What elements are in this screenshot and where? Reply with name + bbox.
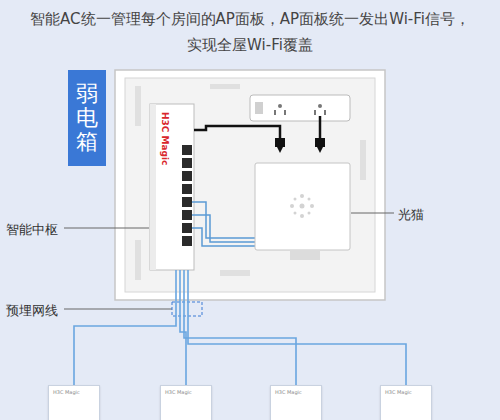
modem-body	[255, 163, 350, 250]
inner-panel	[125, 78, 375, 292]
modem-dot	[310, 204, 314, 208]
modem-dot	[308, 212, 311, 215]
callout-wrap: 预埋网线	[6, 300, 58, 320]
callout-label: 光猫	[398, 207, 424, 222]
outer-frame	[115, 70, 385, 300]
modem-dot	[300, 204, 305, 209]
socket	[324, 110, 326, 115]
socket	[318, 104, 322, 108]
modem-dot	[290, 204, 294, 208]
smart-hub-router: H3C Magic	[150, 104, 194, 270]
network-cable	[188, 270, 406, 385]
modem-base	[290, 250, 320, 260]
power-cables	[194, 116, 325, 153]
socket	[284, 110, 286, 115]
modem-dot	[300, 214, 304, 218]
vertical-label: 弱电箱	[76, 82, 98, 155]
callout-label: 智能中枢	[6, 222, 58, 237]
blue-cable	[192, 228, 255, 246]
power-strip	[250, 95, 350, 121]
panel-slot	[135, 86, 141, 126]
title-wrap: 智能AC统一管理每个房间的AP面板，AP面板统一发出Wi-Fi信号，实现全屋Wi…	[30, 6, 470, 58]
leader-line	[351, 213, 394, 214]
network-cable	[180, 270, 186, 385]
router-side	[150, 104, 156, 270]
router-body	[150, 104, 194, 270]
ap-panel: H3C Magic	[270, 385, 322, 420]
label-tab: 弱电箱	[68, 70, 106, 166]
plug	[315, 138, 325, 147]
socket	[274, 110, 276, 115]
panel-slot	[360, 140, 366, 180]
brand-logo: H3C Magic	[53, 389, 80, 395]
black-cable	[319, 116, 322, 140]
brand-logo: H3C Magic	[165, 389, 192, 395]
modem-dot	[294, 212, 297, 215]
router-port	[182, 197, 192, 207]
modem-dot	[300, 194, 304, 198]
callout-wrap: 光猫	[398, 204, 424, 224]
callout-wrap: 智能中枢	[6, 219, 58, 239]
optical-modem	[255, 163, 350, 260]
plug	[275, 138, 285, 147]
router-port	[182, 145, 192, 155]
strip-switch	[255, 102, 263, 114]
router-port	[182, 158, 192, 168]
router-port	[182, 184, 192, 194]
modem-dot	[294, 198, 297, 201]
callout-label: 预埋网线	[6, 303, 58, 318]
title-text: 智能AC统一管理每个房间的AP面板，AP面板统一发出Wi-Fi信号，实现全屋Wi…	[30, 10, 470, 54]
strip-body	[250, 95, 350, 121]
panel-slot	[135, 240, 141, 280]
weak-box-housing	[115, 70, 385, 300]
brand-logo: H3C Magic	[275, 389, 302, 395]
panel-slot	[210, 84, 240, 89]
black-cable	[194, 126, 280, 140]
network-cable	[74, 270, 176, 385]
ap-panel: H3C Magic	[160, 385, 212, 420]
leader-line	[64, 228, 149, 229]
ap-panel: H3C Magic	[380, 385, 432, 420]
brand-logo: H3C Magic	[160, 112, 170, 165]
weak-current-box: 弱电箱H3C Magic	[115, 70, 385, 300]
router-port	[182, 171, 192, 181]
router-port	[182, 223, 192, 233]
plug-prong	[277, 147, 283, 153]
router-device	[150, 104, 194, 270]
socket	[314, 110, 316, 115]
router-port	[182, 236, 192, 246]
modem-dot	[308, 198, 311, 201]
patch-cables	[192, 202, 255, 246]
plug-prong	[317, 147, 323, 153]
brand-logo: H3C Magic	[385, 389, 412, 395]
socket	[278, 104, 282, 108]
router-port	[182, 210, 192, 220]
leader-lines	[64, 213, 394, 316]
leader-line	[64, 309, 172, 310]
network-cable	[184, 270, 296, 385]
panel-slot	[220, 270, 250, 276]
ap-panel: H3C Magic	[48, 385, 100, 420]
